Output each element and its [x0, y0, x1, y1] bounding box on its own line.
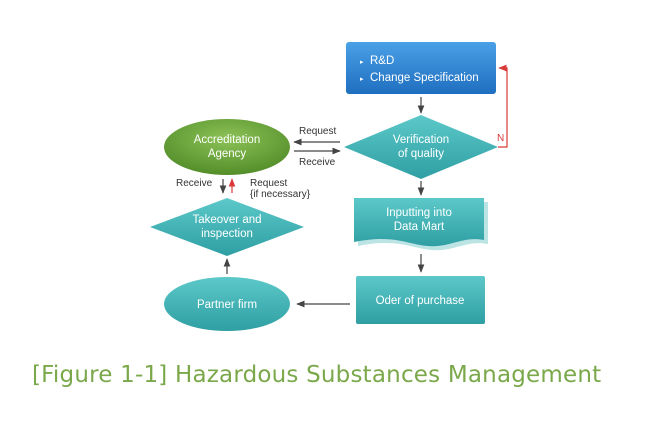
verification-line2: of quality: [398, 148, 444, 160]
request-label-top: Request: [299, 126, 336, 137]
purchase-order-box: Oder of purchase: [356, 276, 485, 324]
accreditation-line2: Agency: [208, 148, 247, 160]
accreditation-ellipse: Accreditation Agency: [164, 119, 290, 175]
bullet-icon: ▸: [360, 59, 364, 66]
partner-firm-ellipse: Partner firm: [164, 277, 290, 331]
receive-label-top: Receive: [299, 157, 336, 168]
figure-caption: [Figure 1-1] Hazardous Substances Manage…: [32, 362, 602, 388]
request-label-left: Request: [250, 178, 287, 189]
bullet-icon: ▸: [360, 76, 364, 83]
no-feedback-loop: N: [497, 64, 508, 148]
no-label: N: [497, 133, 504, 144]
data-mart-box: Inputting into Data Mart: [354, 198, 488, 251]
verification-diamond: Verification of quality: [344, 115, 498, 179]
rnd-bullet-2: Change Specification: [370, 72, 479, 84]
verification-line1: Verification: [393, 134, 449, 146]
rnd-box: ▸ R&D ▸ Change Specification: [346, 42, 496, 94]
request-condition-label: {if necessary}: [250, 189, 311, 200]
takeover-diamond: Takeover and inspection: [150, 198, 304, 256]
takeover-line1: Takeover and: [192, 214, 261, 226]
rnd-bullet-1: R&D: [370, 55, 394, 67]
accreditation-line1: Accreditation: [194, 134, 260, 146]
takeover-line2: inspection: [201, 228, 253, 240]
partner-firm-label: Partner firm: [197, 299, 257, 311]
datamart-line1: Inputting into: [386, 207, 452, 219]
purchase-order-label: Oder of purchase: [376, 295, 465, 307]
receive-label-left: Receive: [176, 178, 213, 189]
datamart-line2: Data Mart: [394, 221, 445, 233]
